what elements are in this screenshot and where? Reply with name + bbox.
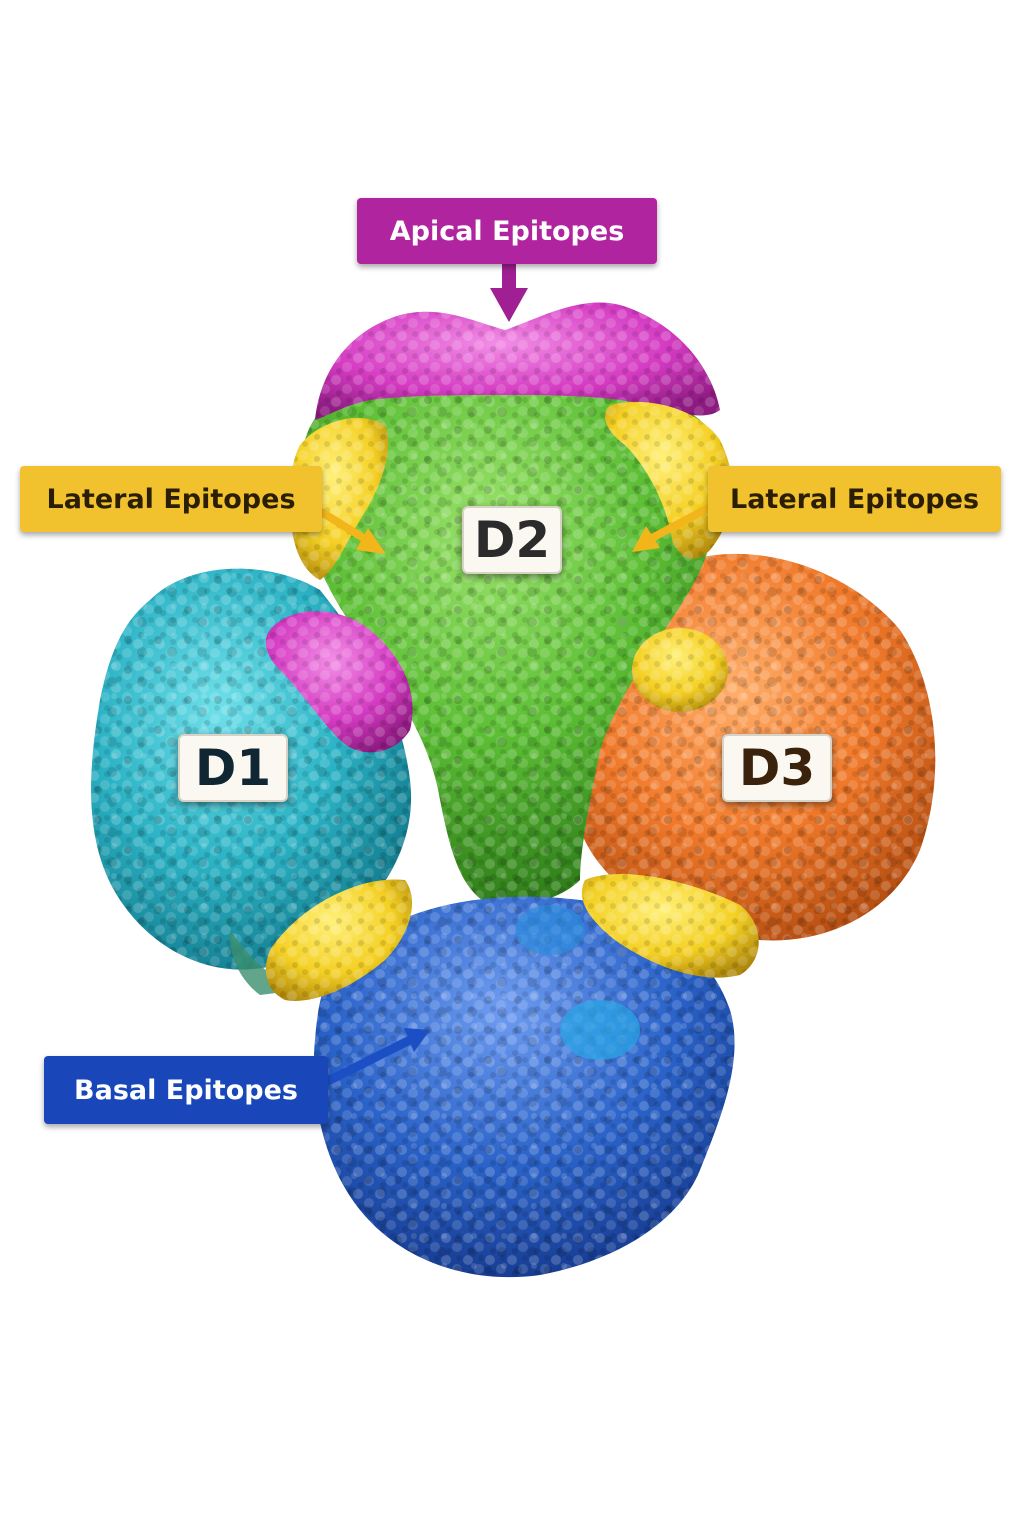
apical-epitope-region [315, 302, 720, 420]
lateral-epitope-region-left [290, 417, 389, 580]
lateral-epitope-patch-d3 [632, 628, 728, 712]
lateral-arrow-right [632, 502, 714, 552]
domain-d3-label: D3 [722, 734, 832, 802]
apical-epitope-patch-d1 [265, 611, 413, 753]
lateral-epitopes-label-right: Lateral Epitopes [708, 466, 1001, 532]
lateral-epitope-belt-right [581, 874, 759, 978]
lateral-arrow-left [315, 506, 386, 554]
basal-domain-structure [313, 896, 735, 1278]
apical-arrow [490, 264, 528, 322]
lateral-epitope-belt-left [265, 879, 413, 1001]
apical-epitopes-label: Apical Epitopes [357, 198, 657, 264]
basal-arrow [319, 1028, 430, 1089]
domain-d2-label: D2 [462, 506, 562, 574]
lateral-epitope-region-right [605, 401, 733, 559]
domain-d1-label: D1 [178, 734, 288, 802]
basal-epitopes-label: Basal Epitopes [44, 1056, 328, 1124]
domain-d2-structure [300, 371, 719, 907]
lateral-epitopes-label-left: Lateral Epitopes [20, 466, 322, 532]
